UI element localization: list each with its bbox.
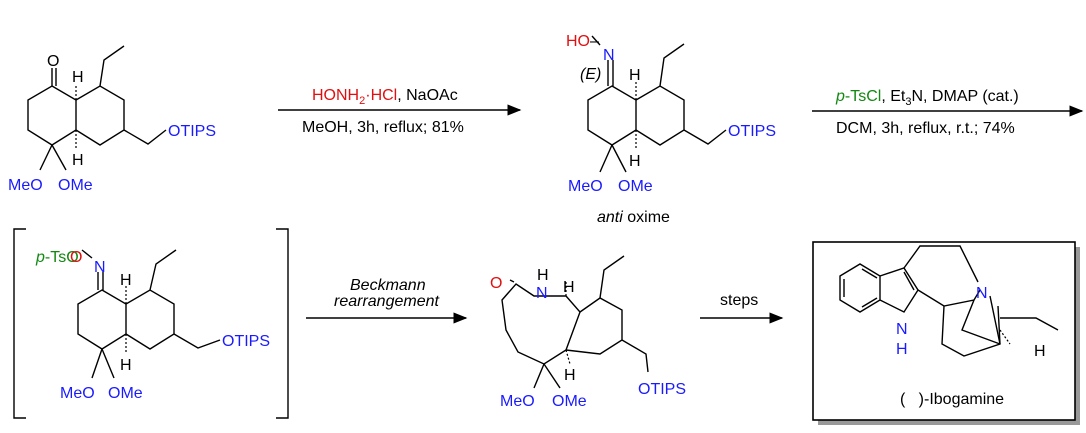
product-indole-n: N (896, 321, 908, 338)
compound-2-h-top: H (629, 67, 641, 84)
compound-3-h-top: H (120, 272, 132, 289)
arrow-4-label: steps (720, 292, 758, 309)
compound-2-n: N (603, 47, 615, 64)
compound-1-otips: OTIPS (168, 123, 216, 140)
compound-3-tso: p-TsO (35, 249, 79, 266)
compound-2-otips: OTIPS (728, 123, 776, 140)
compound-2-h-bottom: H (629, 153, 641, 170)
product-box: N N H H ( )-Ibogamine (812, 241, 1080, 425)
compound-4-otips: OTIPS (638, 381, 686, 398)
svg-text:–: – (590, 33, 599, 50)
product-name: ( )-Ibogamine (900, 391, 1004, 408)
compound-4-meo: MeO (500, 393, 535, 410)
compound-3-h-bottom: H (120, 357, 132, 374)
arrow-1-reagents: HONH2·HCl, NaOAc (312, 87, 458, 107)
reaction-arrow-4: steps (700, 292, 784, 324)
arrow-1-conditions: MeOH, 3h, reflux; 81% (302, 119, 464, 136)
compound-1-ome: OMe (58, 177, 93, 194)
compound-1-meo: MeO (8, 177, 43, 194)
intermediate-brackets (13, 228, 289, 419)
compound-3-otips: OTIPS (222, 333, 270, 350)
arrow-2-reagents: p-TsCl, Et3N, DMAP (cat.) (835, 88, 1019, 108)
compound-3-ome: OMe (108, 385, 143, 402)
compound-2-caption: anti oxime (597, 209, 670, 226)
svg-text:O: O (70, 249, 82, 266)
product-indole-h: H (896, 341, 908, 358)
compound-2-ome: OMe (618, 178, 653, 195)
compound-3-n: N (94, 259, 106, 276)
product-n: N (976, 285, 988, 302)
compound-2-e-label: (E) (580, 66, 601, 83)
compound-4-h-bottom: H (564, 367, 576, 384)
compound-4-nh-h: H (537, 267, 549, 284)
compound-3-meo: MeO (60, 385, 95, 402)
reaction-arrow-1: HONH2·HCl, NaOAc MeOH, 3h, reflux; 81% (278, 87, 522, 136)
compound-1-h-top: H (72, 69, 84, 86)
compound-4-h-top: H (563, 279, 575, 296)
reaction-arrow-2: p-TsCl, Et3N, DMAP (cat.) DCM, 3h, reflu… (812, 88, 1084, 137)
compound-4-n: N (536, 285, 548, 302)
compound-4-carbonyl-o: O (490, 275, 502, 292)
compound-4-lactam: O H N H H OTIPS MeO OMe (490, 255, 686, 410)
compound-1-carbonyl-o: O (47, 53, 59, 70)
arrow-3-line-2: rearrangement (334, 293, 440, 310)
product-h: H (1034, 343, 1046, 360)
compound-1-h-bottom: H (72, 152, 84, 169)
compound-2-oxime: HO – N (E) H H OTIPS MeO OMe anti oxime (566, 33, 776, 226)
compound-1-ketone: O H H OTIPS MeO OMe (8, 45, 216, 194)
compound-3-tosyl-oxime: p-TsO O N H H OTIPS MeO OMe (35, 249, 270, 402)
arrow-2-conditions: DCM, 3h, reflux, r.t.; 74% (836, 120, 1015, 137)
compound-2-ho: HO (566, 33, 590, 50)
arrow-3-line-1: Beckmann (350, 277, 426, 294)
compound-4-ome: OMe (552, 393, 587, 410)
compound-2-meo: MeO (568, 178, 603, 195)
reaction-arrow-3: Beckmann rearrangement (306, 277, 468, 324)
